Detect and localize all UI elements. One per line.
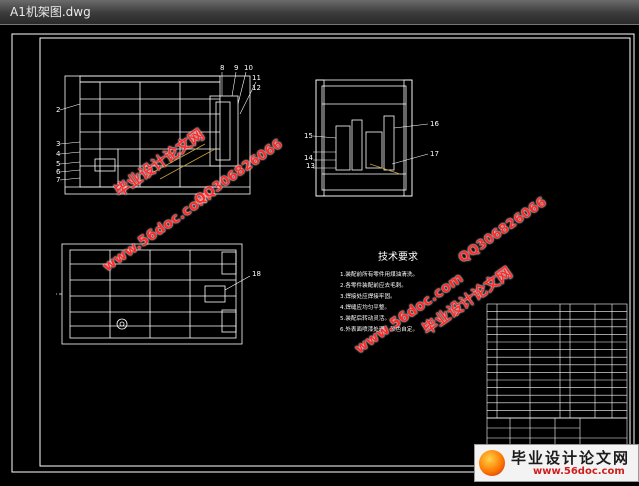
callout-4: 4 <box>56 150 61 158</box>
front-view-leaders <box>59 71 257 181</box>
window-titlebar: A1机架图.dwg <box>0 0 639 25</box>
window-title: A1机架图.dwg <box>10 5 91 19</box>
callout-15: 15 <box>304 132 313 140</box>
callout-3: 3 <box>56 140 60 148</box>
callout-14: 14 <box>304 154 313 162</box>
note-line: 5.装配后转动灵活。 <box>340 314 390 322</box>
note-line: 1.装配前所有零件用煤油清洗。 <box>340 270 418 278</box>
callout-12: 12 <box>252 84 261 92</box>
brand-name: 毕业设计论文网 <box>511 449 631 467</box>
side-view <box>315 79 413 197</box>
callout-16: 16 <box>430 120 439 128</box>
callout-9: 9 <box>234 64 238 72</box>
callout-6: 6 <box>56 168 61 176</box>
brand-logo-icon <box>479 450 505 476</box>
technical-notes: 技术要求 1.装配前所有零件用煤油清洗。 2.各零件装配前应去毛刺。 3.焊接处应焊… <box>340 250 418 333</box>
callout-2: 2 <box>56 106 60 114</box>
callout-7: 7 <box>56 176 60 184</box>
callout-11: 11 <box>252 74 261 82</box>
callout-17: 17 <box>430 150 439 158</box>
top-view-callouts: 18 <box>252 270 261 278</box>
sheet-inner-frame <box>39 37 631 467</box>
note-line: 4.焊缝应均匀平整。 <box>340 303 390 311</box>
top-view <box>56 243 243 345</box>
callout-8: 8 <box>220 64 224 72</box>
note-line: 6.外表面喷漆处理，颜色自定。 <box>340 325 418 333</box>
sheet-outer-frame <box>11 33 635 473</box>
bom-table <box>486 303 628 419</box>
front-view-callouts: 2 3 4 567 8 9 10 11 12 <box>56 64 261 184</box>
footer-brand-banner: 毕业设计论文网 www.56doc.com <box>474 444 639 482</box>
note-line: 3.焊接处应焊接牢固。 <box>340 292 396 300</box>
top-view-leaders <box>224 275 251 291</box>
callout-18: 18 <box>252 270 261 278</box>
side-view-leaders <box>312 123 429 169</box>
notes-title: 技术要求 <box>378 250 418 263</box>
note-line: 2.各零件装配前应去毛刺。 <box>340 281 407 289</box>
callout-13: 13 <box>306 162 315 170</box>
brand-url: www.56doc.com <box>533 466 625 477</box>
front-view <box>64 75 251 195</box>
callout-10: 10 <box>244 64 253 72</box>
callout-5: 5 <box>56 160 60 168</box>
